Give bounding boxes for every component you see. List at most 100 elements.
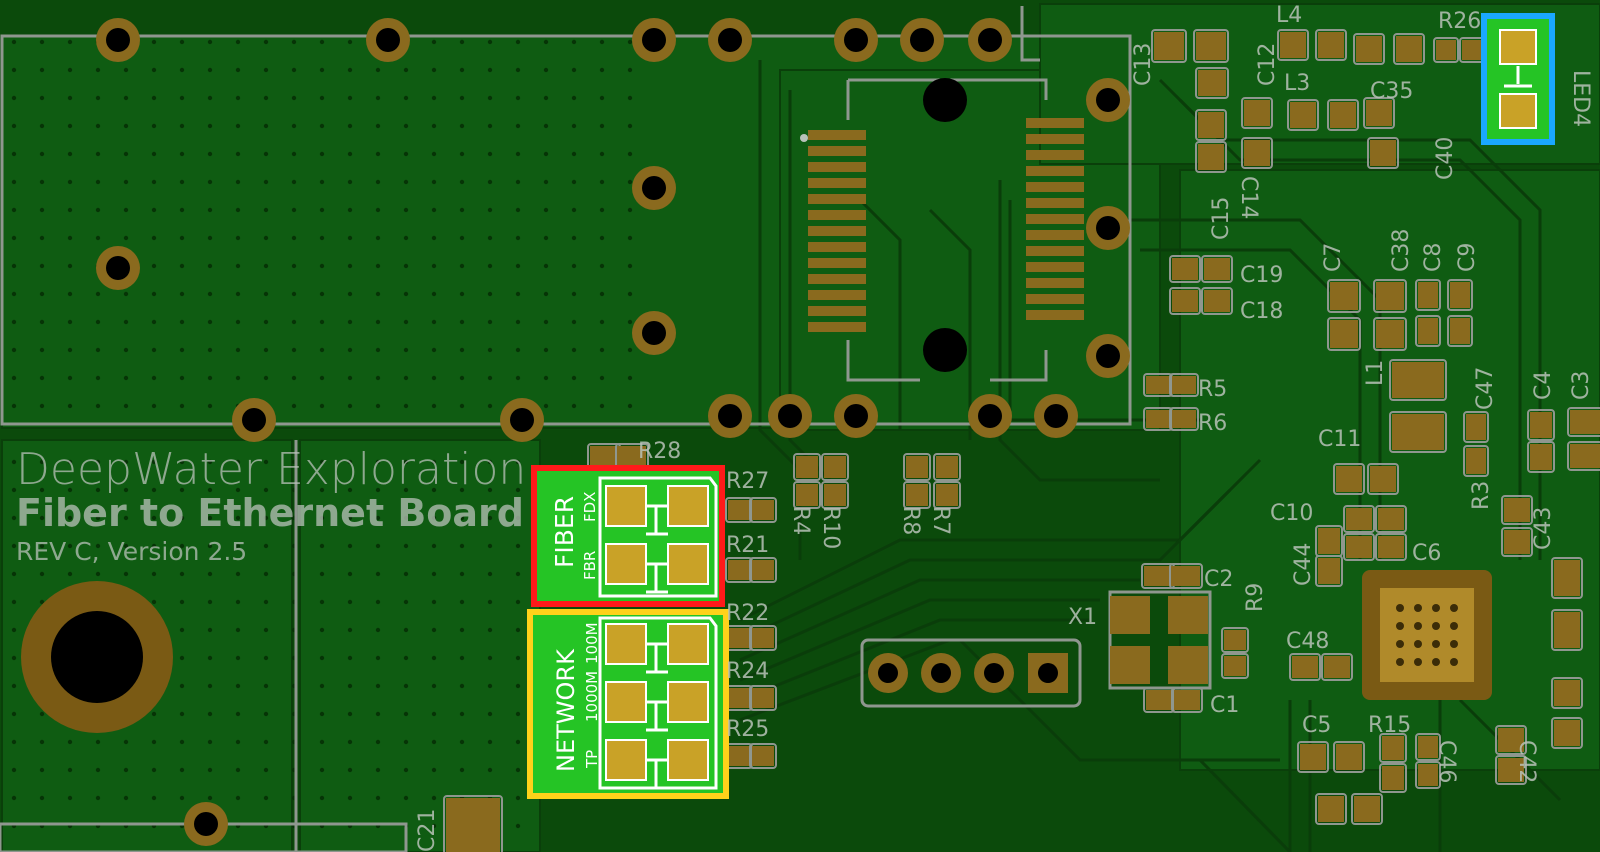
designator-r6: R6 [1198,411,1227,436]
designator-c10: C10 [1270,501,1313,526]
smd-pad [725,557,753,583]
designator-c1: C1 [1210,693,1239,718]
designator-r21: R21 [726,533,769,558]
via-hole [1086,206,1130,250]
via-hole [366,18,410,62]
smd-pad [821,453,849,481]
smd-pad [1241,97,1273,129]
smd-pad [1169,407,1199,431]
designator-r10: R10 [818,506,843,549]
smd-pad [1343,533,1375,561]
board-title: Fiber to Ethernet Board [16,491,524,535]
designator-c21: C21 [415,809,440,852]
smd-pad [1351,793,1383,825]
designator-l4: L4 [1276,3,1302,28]
designator-led4: LED4 [1568,70,1593,127]
smd-pad [1195,109,1227,141]
smd-pad [1333,463,1365,495]
designator-c8: C8 [1421,243,1446,272]
smd-pad [1169,287,1201,315]
smd-pad [1551,609,1583,651]
fiber-led-panel: FIBER FBR FDX [531,465,725,607]
smd-pad [443,795,503,852]
led4-highlight-box [1481,13,1555,145]
via-hole [632,166,676,210]
fiber-sub-fbr: FBR [581,551,599,580]
pin-header [868,653,1068,693]
designator-c43: C43 [1531,507,1556,550]
via-hole [96,18,140,62]
via-hole [96,246,140,290]
via-hole [632,311,676,355]
designator-c15: C15 [1209,197,1234,240]
smd-pad [1447,315,1473,347]
designator-c44: C44 [1291,543,1316,586]
smd-pad [1327,279,1361,313]
via-hole [768,394,812,438]
via-hole [834,18,878,62]
smd-pad [1389,411,1447,453]
designator-l1: L1 [1363,360,1388,386]
designator-c35: C35 [1370,79,1413,104]
designator-c18: C18 [1240,299,1283,324]
smd-pad [1415,315,1441,347]
smd-pad [1447,279,1473,311]
designator-c3: C3 [1569,371,1594,400]
smd-pad [1143,687,1175,713]
smd-pad [1353,33,1385,65]
network-highlight-box [527,609,729,799]
mounting-hole [21,581,173,733]
smd-pad [1327,99,1359,131]
designator-x1: X1 [1068,605,1097,630]
smd-pad [1551,717,1583,749]
smd-pad [749,497,777,523]
smd-pad [1567,407,1600,437]
designator-c42: C42 [1514,740,1539,783]
led4 [1481,13,1555,145]
via-hole [834,394,878,438]
smd-pad [1333,741,1365,773]
smd-pad [1551,677,1583,709]
designator-r22: R22 [726,601,769,626]
via-hole [232,398,276,442]
smd-pad [1367,137,1399,169]
smd-pad [749,557,777,583]
smd-pad [1367,463,1399,495]
smd-pad [821,481,849,509]
fiber-sub-fdx: FDX [581,492,599,522]
network-sub-1000m: 1000M [583,671,601,722]
designator-r3: R3 [1469,481,1494,510]
smd-pad [1415,733,1441,761]
designator-c6: C6 [1412,541,1441,566]
smd-pad [1169,373,1199,397]
via-hole [1086,78,1130,122]
through-hole-vias [96,18,1130,846]
smd-pad [1373,279,1407,313]
smd-pad [1193,29,1229,63]
designator-c19: C19 [1240,263,1283,288]
smd-pad [1501,527,1533,557]
ground-stitch-dots-top [2,36,642,428]
smd-pad [1567,441,1600,471]
via-hole [968,18,1012,62]
smd-pad [1315,29,1347,61]
designator-r15: R15 [1368,713,1411,738]
designator-r9: R9 [1243,583,1268,612]
smd-pad [1527,441,1555,473]
designator-c12: C12 [1255,43,1280,86]
board-company: DeepWater Exploration [16,444,526,495]
smd-pad [1143,407,1173,431]
smd-pad [1373,317,1407,351]
smd-pad [1151,29,1187,63]
via-hole [500,398,544,442]
network-title: NETWORK [552,648,580,772]
qfn-chip [1362,570,1492,700]
smd-pad [793,453,821,481]
smd-pad [1495,755,1527,785]
smd-pad [1463,445,1489,477]
smd-pad [1379,733,1407,763]
designator-c48: C48 [1286,629,1329,654]
smd-pad [1379,763,1407,793]
smd-pad [1415,761,1441,789]
